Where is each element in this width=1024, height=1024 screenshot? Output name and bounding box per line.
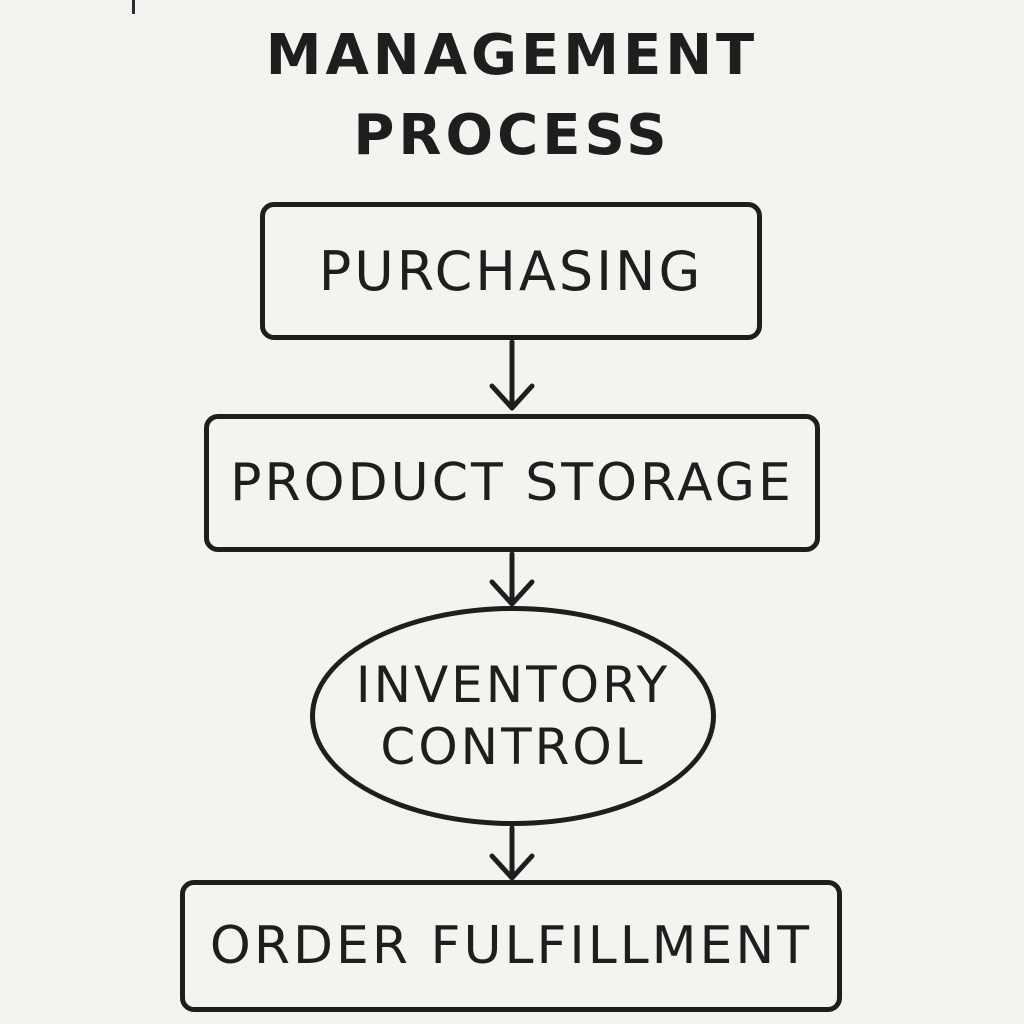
node-purchasing-label: PURCHASING <box>318 239 704 303</box>
pen-mark <box>132 0 135 14</box>
edge-purchasing-to-product-storage <box>489 339 535 411</box>
node-purchasing: PURCHASING <box>260 202 762 340</box>
edge-inventory-control-to-order-fulfillment <box>489 825 535 881</box>
node-inventory-control-label-line-1: INVENTORY <box>355 655 671 714</box>
node-product-storage: PRODUCT STORAGE <box>204 414 820 552</box>
node-product-storage-label: PRODUCT STORAGE <box>230 453 794 513</box>
node-inventory-control-label-line-2: CONTROL <box>380 718 646 776</box>
node-inventory-control: INVENTORY CONTROL <box>310 606 716 826</box>
edge-product-storage-to-inventory-control <box>489 551 535 607</box>
diagram-title-line-1: MANAGEMENT <box>265 23 759 88</box>
node-order-fulfillment: ORDER FULFILLMENT <box>180 880 842 1012</box>
diagram-title-line-2: PROCESS <box>353 103 671 168</box>
node-order-fulfillment-label: ORDER FULFILLMENT <box>209 916 813 976</box>
